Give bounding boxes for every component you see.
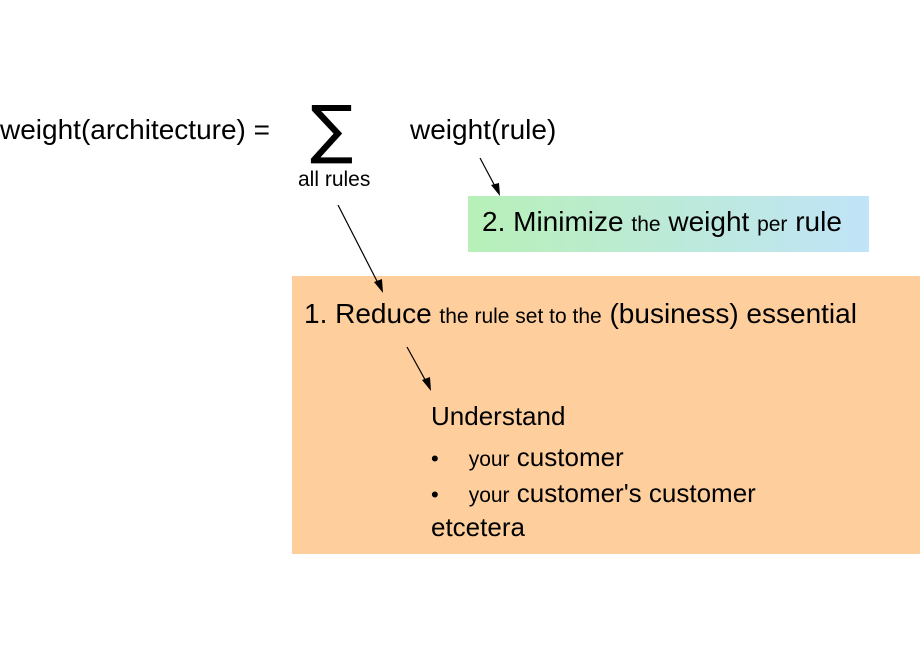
list-item-main: customer's customer (516, 478, 756, 508)
list-item-prefix: your (468, 484, 510, 507)
arrowhead-minimize (491, 183, 500, 196)
bullet: • (431, 446, 439, 471)
list-item: • your customer's customer (431, 478, 756, 509)
etcetera-text: etcetera (431, 512, 525, 542)
bullet: • (431, 482, 439, 507)
reduce-words-rule-set: the rule set to the (439, 305, 602, 328)
minimize-box (468, 196, 869, 252)
formula-left-side: weight(architecture) = (0, 114, 271, 145)
arrow-to-reduce (337, 204, 381, 288)
minimize-label: 2. Minimize the weight per rule (482, 206, 842, 238)
minimize-word-weight: weight (668, 206, 750, 237)
minimize-number: 2. Minimize (482, 206, 624, 237)
sigma-subscript: all rules (298, 168, 371, 191)
sigma-symbol: ∑ (310, 93, 354, 167)
minimize-word-the: the (631, 213, 661, 236)
reduce-label: 1. Reduce the rule set to the (business)… (304, 298, 857, 330)
understand-heading: Understand (431, 401, 566, 431)
minimize-word-rule: rule (795, 206, 842, 237)
list-item: • your customer (431, 442, 624, 473)
reduce-words-essential: (business) essential (609, 298, 857, 329)
arrow-to-minimize (479, 157, 498, 191)
list-item-main: customer (516, 442, 624, 472)
formula-right-side: weight(rule) (410, 114, 557, 145)
minimize-word-per: per (757, 213, 788, 236)
list-item-prefix: your (468, 448, 510, 471)
reduce-box (292, 276, 920, 554)
reduce-number: 1. Reduce (304, 298, 432, 329)
